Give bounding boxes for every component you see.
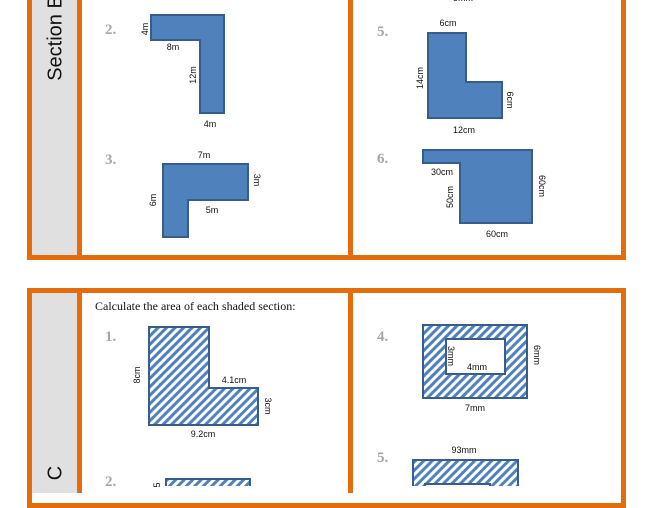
- dimension-label: 7mm: [465, 403, 485, 413]
- shape-b5: [427, 32, 503, 119]
- dimension-label: 4mm: [467, 362, 487, 372]
- instruction-text: Calculate the area of each shaded sectio…: [95, 299, 296, 313]
- shape-c4-inner: [445, 338, 506, 375]
- shape-b3: [162, 163, 249, 238]
- dimension-label: 4m: [203, 119, 217, 129]
- dimension-label: 30cm: [430, 167, 454, 177]
- dimension-label: 4m: [140, 22, 150, 36]
- dimension-label: 60cm: [537, 174, 547, 198]
- dimension-label: 6m: [148, 193, 158, 207]
- question-number: 6.: [377, 151, 389, 167]
- dimension-label: 7m: [197, 150, 211, 160]
- dimension-label: 5m: [205, 205, 219, 215]
- shape-b2: [150, 14, 225, 114]
- dimension-label: 12m: [188, 66, 198, 84]
- question-number: 4.: [377, 329, 389, 345]
- dimension-label: 50cm: [445, 185, 455, 209]
- section-c-sidebar: [32, 293, 77, 493]
- question-number: 2.: [105, 22, 117, 38]
- dimension-label: 4.1cm: [221, 375, 247, 385]
- shape-b6: [422, 149, 533, 224]
- question-number: 5.: [377, 450, 389, 466]
- divider: [348, 0, 353, 255]
- dimension-label: 6cm: [505, 91, 515, 109]
- dimension-label: 6cm: [439, 18, 457, 28]
- dimension-label: 8m: [166, 42, 180, 52]
- dimension-label: 6mm: [532, 345, 542, 365]
- dimension-label: 8cm: [132, 366, 142, 384]
- dimension-label: 3mm: [446, 346, 456, 366]
- dimension-label: 3m: [252, 173, 262, 187]
- question-number: 5.: [377, 24, 389, 40]
- shape-c2: [165, 478, 251, 486]
- dimension-label: 93mm: [451, 445, 477, 455]
- shapes: [148, 14, 533, 486]
- dimension-label: 14cm: [415, 66, 425, 90]
- question-number: 3.: [105, 152, 117, 168]
- shape-c5-outer: [412, 459, 519, 486]
- dimension-label: 12cm: [452, 125, 476, 135]
- shape-c1: [148, 326, 259, 426]
- cut-label: 5mm: [453, 0, 473, 3]
- dimension-label: 3cm: [263, 397, 273, 415]
- dimension-label: 60cm: [485, 229, 509, 239]
- section-b-frame: [27, 0, 626, 260]
- divider: [77, 0, 82, 255]
- divider: [77, 293, 82, 493]
- dimension-label: 5: [152, 482, 162, 488]
- divider: [348, 293, 353, 493]
- section-b-sidebar: [32, 0, 77, 255]
- question-number: 2.: [105, 474, 117, 490]
- dimension-label: 9.2cm: [190, 429, 216, 439]
- shape-c5-inner: [424, 483, 491, 486]
- question-number: 1.: [105, 329, 117, 345]
